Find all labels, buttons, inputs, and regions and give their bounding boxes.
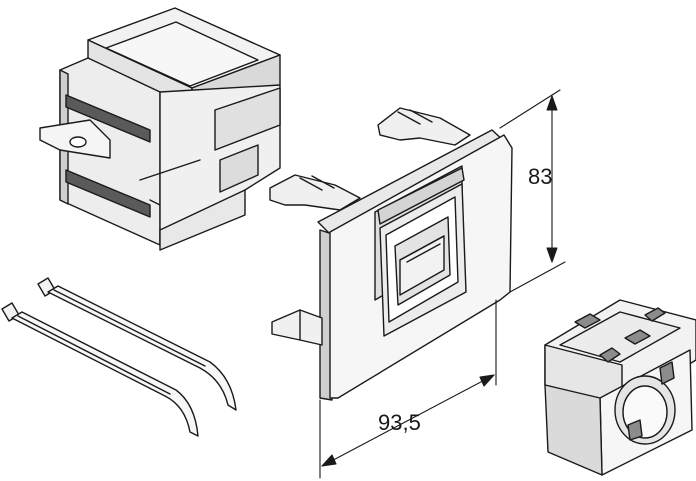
dimension-height (499, 89, 566, 293)
width-dimension-label: 93,5 (378, 410, 421, 435)
cover-frame (269, 107, 513, 401)
adapter-frame (39, 7, 281, 251)
cable-ties (1, 277, 237, 437)
socket-insert (544, 299, 696, 476)
dimension-width (319, 299, 497, 479)
height-dimension-label: 83 (528, 164, 553, 189)
